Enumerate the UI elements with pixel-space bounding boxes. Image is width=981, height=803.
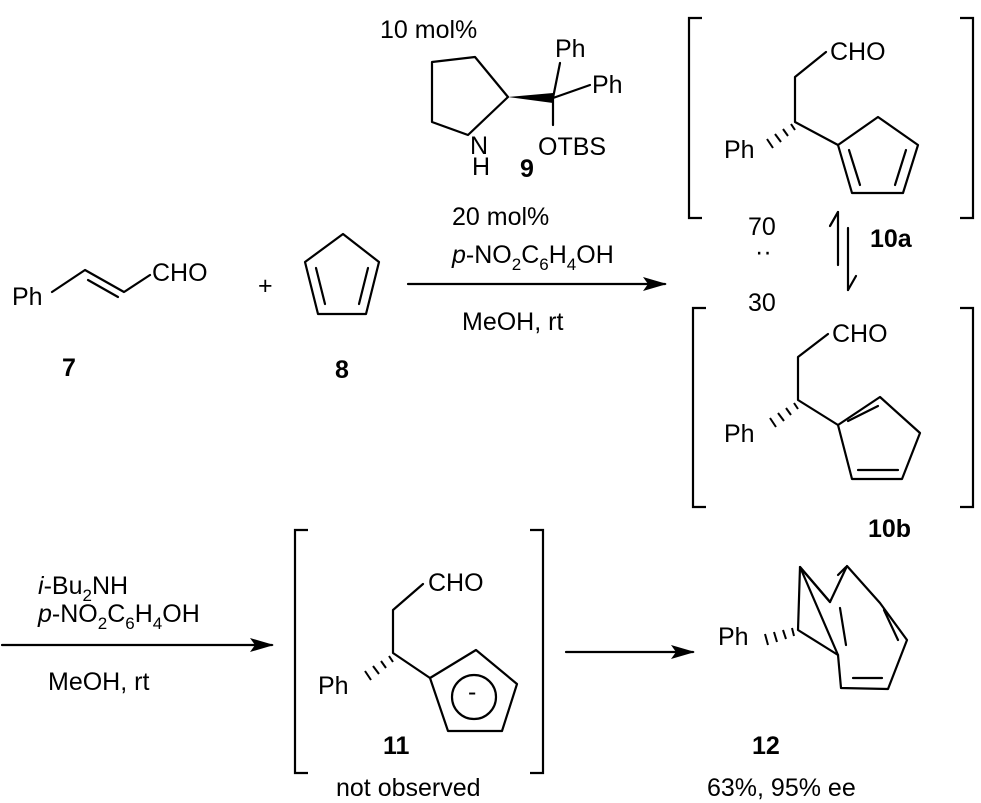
bracket-right bbox=[530, 528, 545, 775]
catalyst-h: H bbox=[472, 153, 490, 181]
compound-10a-ph: Ph bbox=[724, 136, 755, 164]
compound-11-note: not observed bbox=[336, 774, 481, 802]
compound-7-ph: Ph bbox=[12, 283, 43, 311]
compound-7-label: 7 bbox=[62, 354, 76, 382]
cyclopentadiene-ring bbox=[303, 232, 381, 316]
ratio-bottom: 30 bbox=[748, 289, 776, 317]
pentalene-frame bbox=[798, 564, 909, 691]
step1-acid-loading: 20 mol% bbox=[452, 203, 549, 231]
bond-ph1 bbox=[551, 61, 562, 100]
compound-10b-cho: CHO bbox=[832, 320, 888, 348]
step2-acid: p-NO2C6H4OH bbox=[37, 600, 200, 633]
anion-circle bbox=[450, 673, 498, 721]
compound-11: CHO Ph - 11 not observed bbox=[293, 528, 545, 802]
compound-12-yield: 63%, 95% ee bbox=[707, 774, 856, 802]
compound-10b: CHO Ph 10b bbox=[691, 306, 975, 543]
ratio-top: 70 bbox=[748, 213, 776, 241]
catalyst-9: 10 mol% Ph Ph OTBS N H 9 bbox=[380, 16, 623, 183]
compound-12: Ph 12 63%, 95% ee bbox=[707, 564, 909, 802]
compound-10b-ph: Ph bbox=[724, 420, 755, 448]
hash-bond bbox=[766, 123, 796, 149]
compound-11-label: 11 bbox=[383, 732, 410, 760]
plus-sign: + bbox=[258, 272, 273, 300]
compound-8: 8 bbox=[303, 232, 381, 384]
compound-10b-label: 10b bbox=[868, 515, 911, 543]
catalyst-loading: 10 mol% bbox=[380, 16, 477, 44]
step2-conditions: MeOH, rt bbox=[48, 668, 149, 696]
anion-charge: - bbox=[468, 678, 476, 706]
bracket-left bbox=[691, 306, 706, 509]
step2-arrow-group: i-Bu2NH p-NO2C6H4OH MeOH, rt bbox=[0, 572, 274, 696]
bond-ph2 bbox=[551, 83, 592, 100]
bracket-left bbox=[687, 16, 702, 220]
catalyst-label: 9 bbox=[520, 155, 534, 183]
compound-12-ph: Ph bbox=[718, 623, 749, 651]
pyrrolidine-ring bbox=[430, 55, 510, 137]
hash-bond bbox=[764, 627, 795, 646]
compound-7: Ph CHO 7 bbox=[12, 259, 208, 382]
cp-ring-10a bbox=[836, 115, 920, 195]
compound-10a-cho: CHO bbox=[830, 38, 886, 66]
compound-11-cho: CHO bbox=[428, 569, 484, 597]
compound-7-double-bond bbox=[86, 278, 120, 299]
cp-ring-10b bbox=[836, 395, 922, 481]
compound-11-ph: Ph bbox=[318, 672, 349, 700]
step2-base: i-Bu2NH bbox=[38, 572, 128, 605]
step1-conditions: MeOH, rt bbox=[462, 308, 563, 336]
compound-8-label: 8 bbox=[335, 356, 349, 384]
hash-bond bbox=[769, 402, 799, 428]
compound-10a-label: 10a bbox=[870, 225, 913, 253]
ratio-separator: ·· bbox=[755, 238, 772, 266]
step1-acid: p-NO2C6H4OH bbox=[451, 241, 614, 274]
catalyst-n: N bbox=[470, 132, 488, 160]
compound-12-label: 12 bbox=[752, 732, 780, 760]
hash-bond bbox=[364, 655, 394, 681]
compound-10a: CHO Ph 10a bbox=[687, 16, 975, 253]
catalyst-otbs: OTBS bbox=[538, 133, 606, 161]
compound-7-chain bbox=[50, 268, 152, 294]
wedge-bond bbox=[508, 93, 553, 103]
step1-arrow-group: 20 mol% p-NO2C6H4OH MeOH, rt bbox=[406, 203, 667, 336]
catalyst-ph1: Ph bbox=[555, 35, 586, 63]
bracket-right bbox=[960, 16, 975, 220]
compound-7-cho: CHO bbox=[152, 259, 208, 287]
equilibrium-arrows bbox=[828, 210, 858, 292]
bracket-left bbox=[293, 528, 308, 775]
catalyst-ph2: Ph bbox=[592, 71, 623, 99]
bracket-right bbox=[960, 306, 975, 509]
cp-anion-ring bbox=[428, 648, 519, 733]
